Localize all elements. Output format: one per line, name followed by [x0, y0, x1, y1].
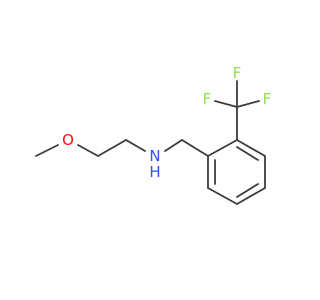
bond-methyl-o [35, 144, 59, 157]
bond-ch2-ch2 [97, 139, 127, 157]
ring-bond-2 [236, 139, 266, 157]
structure-svg: O N H F F F [35, 64, 271, 205]
molecule-diagram: O N H F F F [35, 64, 271, 205]
bond-n-ch2 [164, 139, 183, 152]
atom-labels: O N H F F F [62, 64, 271, 181]
bond-ch2-ring [181, 139, 209, 157]
fluorine-label-left: F [203, 90, 212, 108]
oxygen-label: O [62, 131, 74, 149]
bond-o-ch2 [77, 144, 99, 157]
bond-ch2-n [125, 139, 146, 152]
fluorine-label-top: F [233, 64, 242, 82]
bonds [35, 80, 266, 205]
hydrogen-label: H [149, 163, 160, 181]
ring-double-3 [236, 183, 259, 198]
bond-c-f-right [236, 100, 260, 108]
ring-bond-1 [207, 139, 238, 157]
nitrogen-label: N [149, 147, 160, 165]
ring-bond-5 [207, 187, 238, 205]
ring-double-2 [236, 146, 259, 161]
fluorine-label-right: F [263, 90, 272, 108]
ring-bond-4 [236, 187, 266, 205]
bond-c-f-left [214, 100, 238, 108]
